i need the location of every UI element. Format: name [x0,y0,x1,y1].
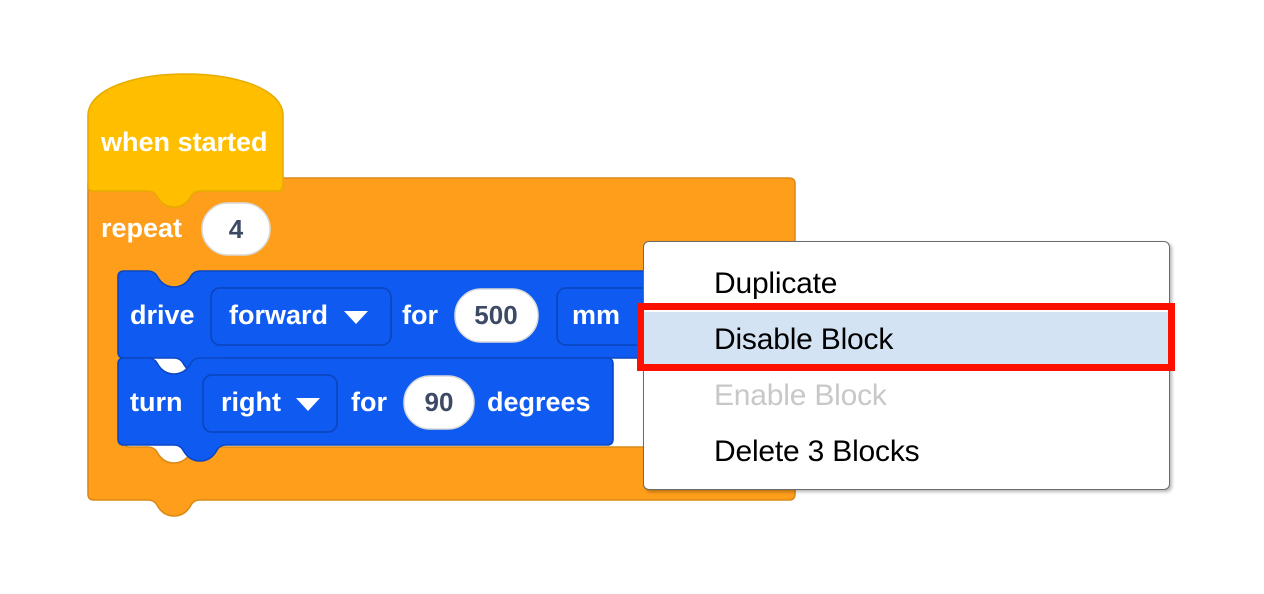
turn-amount-value: 90 [425,387,454,417]
repeat-count-field[interactable]: 4 [201,202,271,256]
repeat-count-value: 4 [229,214,244,244]
block-drive[interactable]: drive forward for 500 mm [117,270,749,375]
drive-amount-value: 500 [474,300,517,330]
drive-for-label: for [402,300,438,330]
drive-direction-value: forward [229,300,328,330]
menu-item-enable-block: Enable Block [714,379,887,412]
drive-label: drive [130,300,195,330]
menu-item-duplicate[interactable]: Duplicate [714,267,838,300]
drive-unit-value: mm [572,300,620,330]
drive-amount-field[interactable]: 500 [454,288,539,343]
turn-for-label: for [351,387,387,417]
block-turn[interactable]: turn right for 90 degrees [117,357,614,462]
turn-amount-field[interactable]: 90 [403,375,475,430]
menu-item-delete-blocks[interactable]: Delete 3 Blocks [714,435,920,468]
chevron-down-icon [296,398,320,411]
turn-direction-dropdown[interactable]: right [202,374,338,433]
turn-direction-value: right [221,387,281,417]
menu-item-disable-block[interactable]: Disable Block [644,312,1169,368]
block-when-started[interactable]: when started [87,73,284,208]
turn-label: turn [130,387,182,417]
chevron-down-icon [344,311,368,324]
turn-unit-label: degrees [487,387,591,417]
repeat-label: repeat [101,213,182,243]
when-started-label: when started [100,127,268,157]
drive-direction-dropdown[interactable]: forward [210,287,392,346]
block-context-menu[interactable]: Duplicate Disable Block Enable Block Del… [643,241,1170,490]
